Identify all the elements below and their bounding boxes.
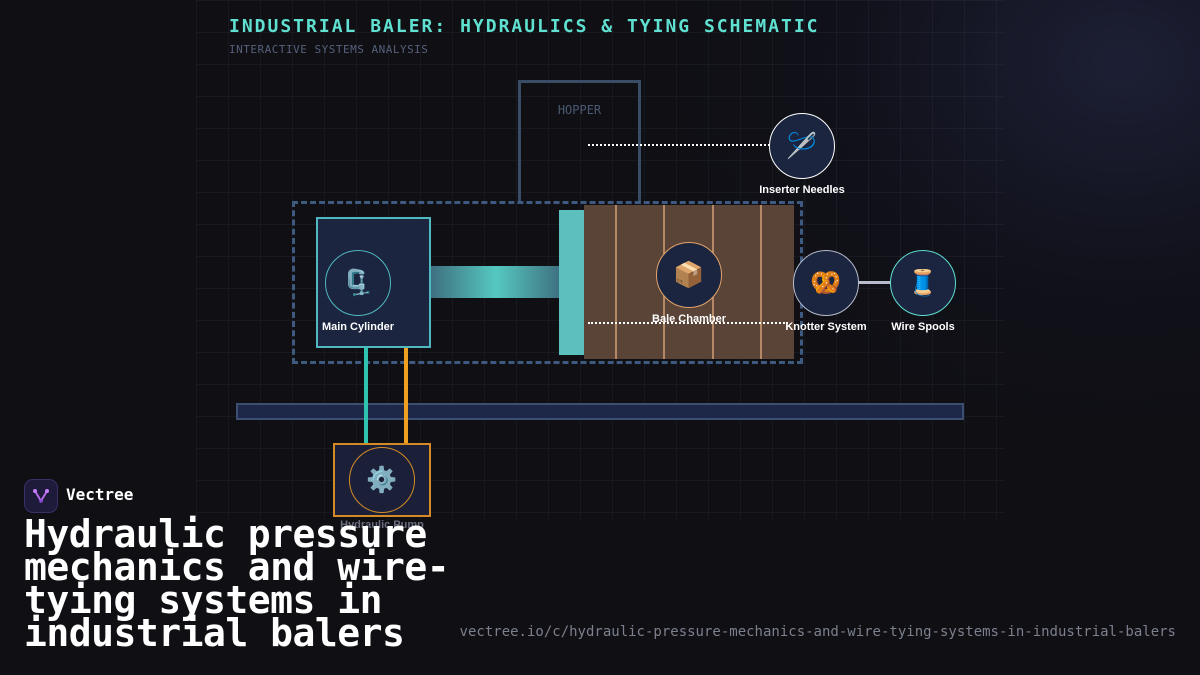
knotter-system-node[interactable]: 🥨 (793, 250, 859, 316)
machine-base (236, 403, 964, 420)
ram-platen (559, 210, 584, 355)
tie-wire-line (615, 205, 617, 359)
needle-path-line (588, 144, 770, 146)
hopper-label: HOPPER (557, 103, 602, 117)
bale-chamber-label: Bale Chamber (652, 313, 726, 325)
inserter-needles-node[interactable]: 🪡 (769, 113, 835, 179)
return-pipe (404, 348, 408, 444)
page-subtitle: INTERACTIVE SYSTEMS ANALYSIS (229, 43, 429, 56)
knotter-system-label: Knotter System (785, 321, 867, 333)
pretzel-icon: 🥨 (810, 268, 842, 297)
headline: Hydraulic pressure mechanics and wire-ty… (24, 512, 450, 655)
tie-wire-line (760, 205, 762, 359)
supply-pipe (364, 348, 368, 444)
knotter-path-line (588, 322, 788, 324)
thread-spool-icon: 🧵 (907, 268, 939, 297)
page-title: INDUSTRIAL BALER: HYDRAULICS & TYING SCH… (229, 16, 820, 37)
package-icon: 📦 (673, 260, 705, 289)
gear-icon: ⚙️ (366, 465, 398, 494)
main-cylinder-node[interactable]: 🗜️ (325, 250, 391, 316)
needle-icon: 🪡 (786, 131, 818, 160)
hydraulic-pump-node[interactable]: ⚙️ (349, 447, 415, 513)
page-url[interactable]: vectree.io/c/hydraulic-pressure-mechanic… (459, 624, 1176, 640)
bale-chamber-node[interactable]: 📦 (656, 242, 722, 308)
wire-spools-node[interactable]: 🧵 (890, 250, 956, 316)
piston-rod (431, 266, 561, 298)
wire-spools-label: Wire Spools (891, 321, 955, 333)
brand-name: Vectree (66, 485, 134, 504)
knotter-spool-connector (858, 281, 892, 284)
vectree-logo[interactable] (24, 479, 58, 513)
main-cylinder-label: Main Cylinder (321, 321, 395, 333)
clamp-icon: 🗜️ (342, 268, 374, 297)
hydraulic-pump-label: Hydraulic Pump (340, 519, 424, 531)
vectree-logo-icon (33, 489, 49, 503)
inserter-needles-label: Inserter Needles (759, 184, 845, 196)
hopper[interactable]: HOPPER (518, 80, 641, 204)
